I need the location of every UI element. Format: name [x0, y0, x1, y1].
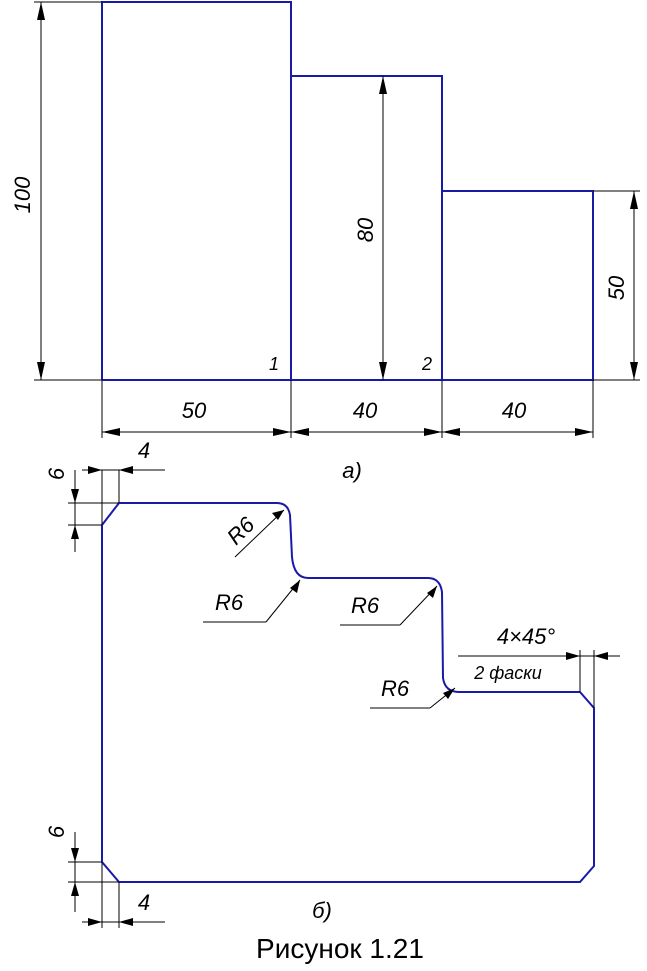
arrowhead — [71, 525, 79, 539]
arrowhead — [272, 510, 284, 520]
arrowhead — [379, 362, 387, 380]
leader-r6-1 — [234, 509, 285, 558]
dim-label-40-width: 40 — [353, 398, 378, 423]
arrowhead — [443, 688, 455, 699]
arrowhead — [71, 848, 79, 862]
chamfer-count-label: 2 фаски — [473, 663, 542, 683]
radius-label-3: R6 — [351, 593, 380, 618]
arrowhead — [273, 428, 291, 436]
point-label-2: 2 — [421, 354, 432, 374]
radius-label-1: R6 — [222, 511, 260, 549]
arrowhead — [290, 580, 300, 593]
radius-label-4: R6 — [381, 676, 410, 701]
arrowhead — [119, 918, 133, 926]
arrowhead — [630, 191, 638, 209]
arrowhead — [630, 362, 638, 380]
arrowhead — [379, 76, 387, 94]
dim-label-4-top: 4 — [138, 438, 150, 463]
part-a: 100 80 50 50 40 40 1 2 а) — [10, 1, 640, 483]
dim-label-6-top: 6 — [44, 467, 69, 480]
part-b-outline — [101, 502, 595, 883]
arrowhead — [71, 882, 79, 896]
part-a-label: а) — [342, 458, 362, 483]
arrowhead — [442, 428, 460, 436]
arrowhead — [424, 428, 442, 436]
arrowhead — [102, 428, 120, 436]
arrowhead — [594, 652, 608, 660]
arrowhead — [427, 586, 437, 598]
dim-label-4-bottom: 4 — [138, 890, 150, 915]
arrowhead — [119, 466, 133, 474]
dim-label-6-bottom: 6 — [44, 825, 69, 838]
chamfer-spec-label: 4×45° — [497, 624, 556, 649]
dim-label-50-width: 50 — [182, 398, 207, 423]
arrowhead — [37, 2, 45, 20]
radius-label-2: R6 — [215, 590, 244, 615]
part-a-outline — [101, 1, 594, 381]
dim-label-50: 50 — [604, 275, 629, 300]
arrowhead — [71, 489, 79, 503]
dim-label-100: 100 — [10, 176, 35, 213]
arrowhead — [566, 652, 580, 660]
arrowhead — [37, 362, 45, 380]
arrowhead — [575, 428, 593, 436]
figure-caption: Рисунок 1.21 — [256, 933, 424, 964]
arrowhead — [88, 918, 102, 926]
part-b-label: б) — [312, 898, 332, 923]
part-b: 6 4 6 4 R6 R6 R6 R6 — [44, 438, 620, 928]
dim-label-40-width-2: 40 — [502, 398, 527, 423]
arrowhead — [291, 428, 309, 436]
arrowhead — [88, 466, 102, 474]
dim-label-80: 80 — [353, 217, 378, 242]
point-label-1: 1 — [269, 354, 279, 374]
